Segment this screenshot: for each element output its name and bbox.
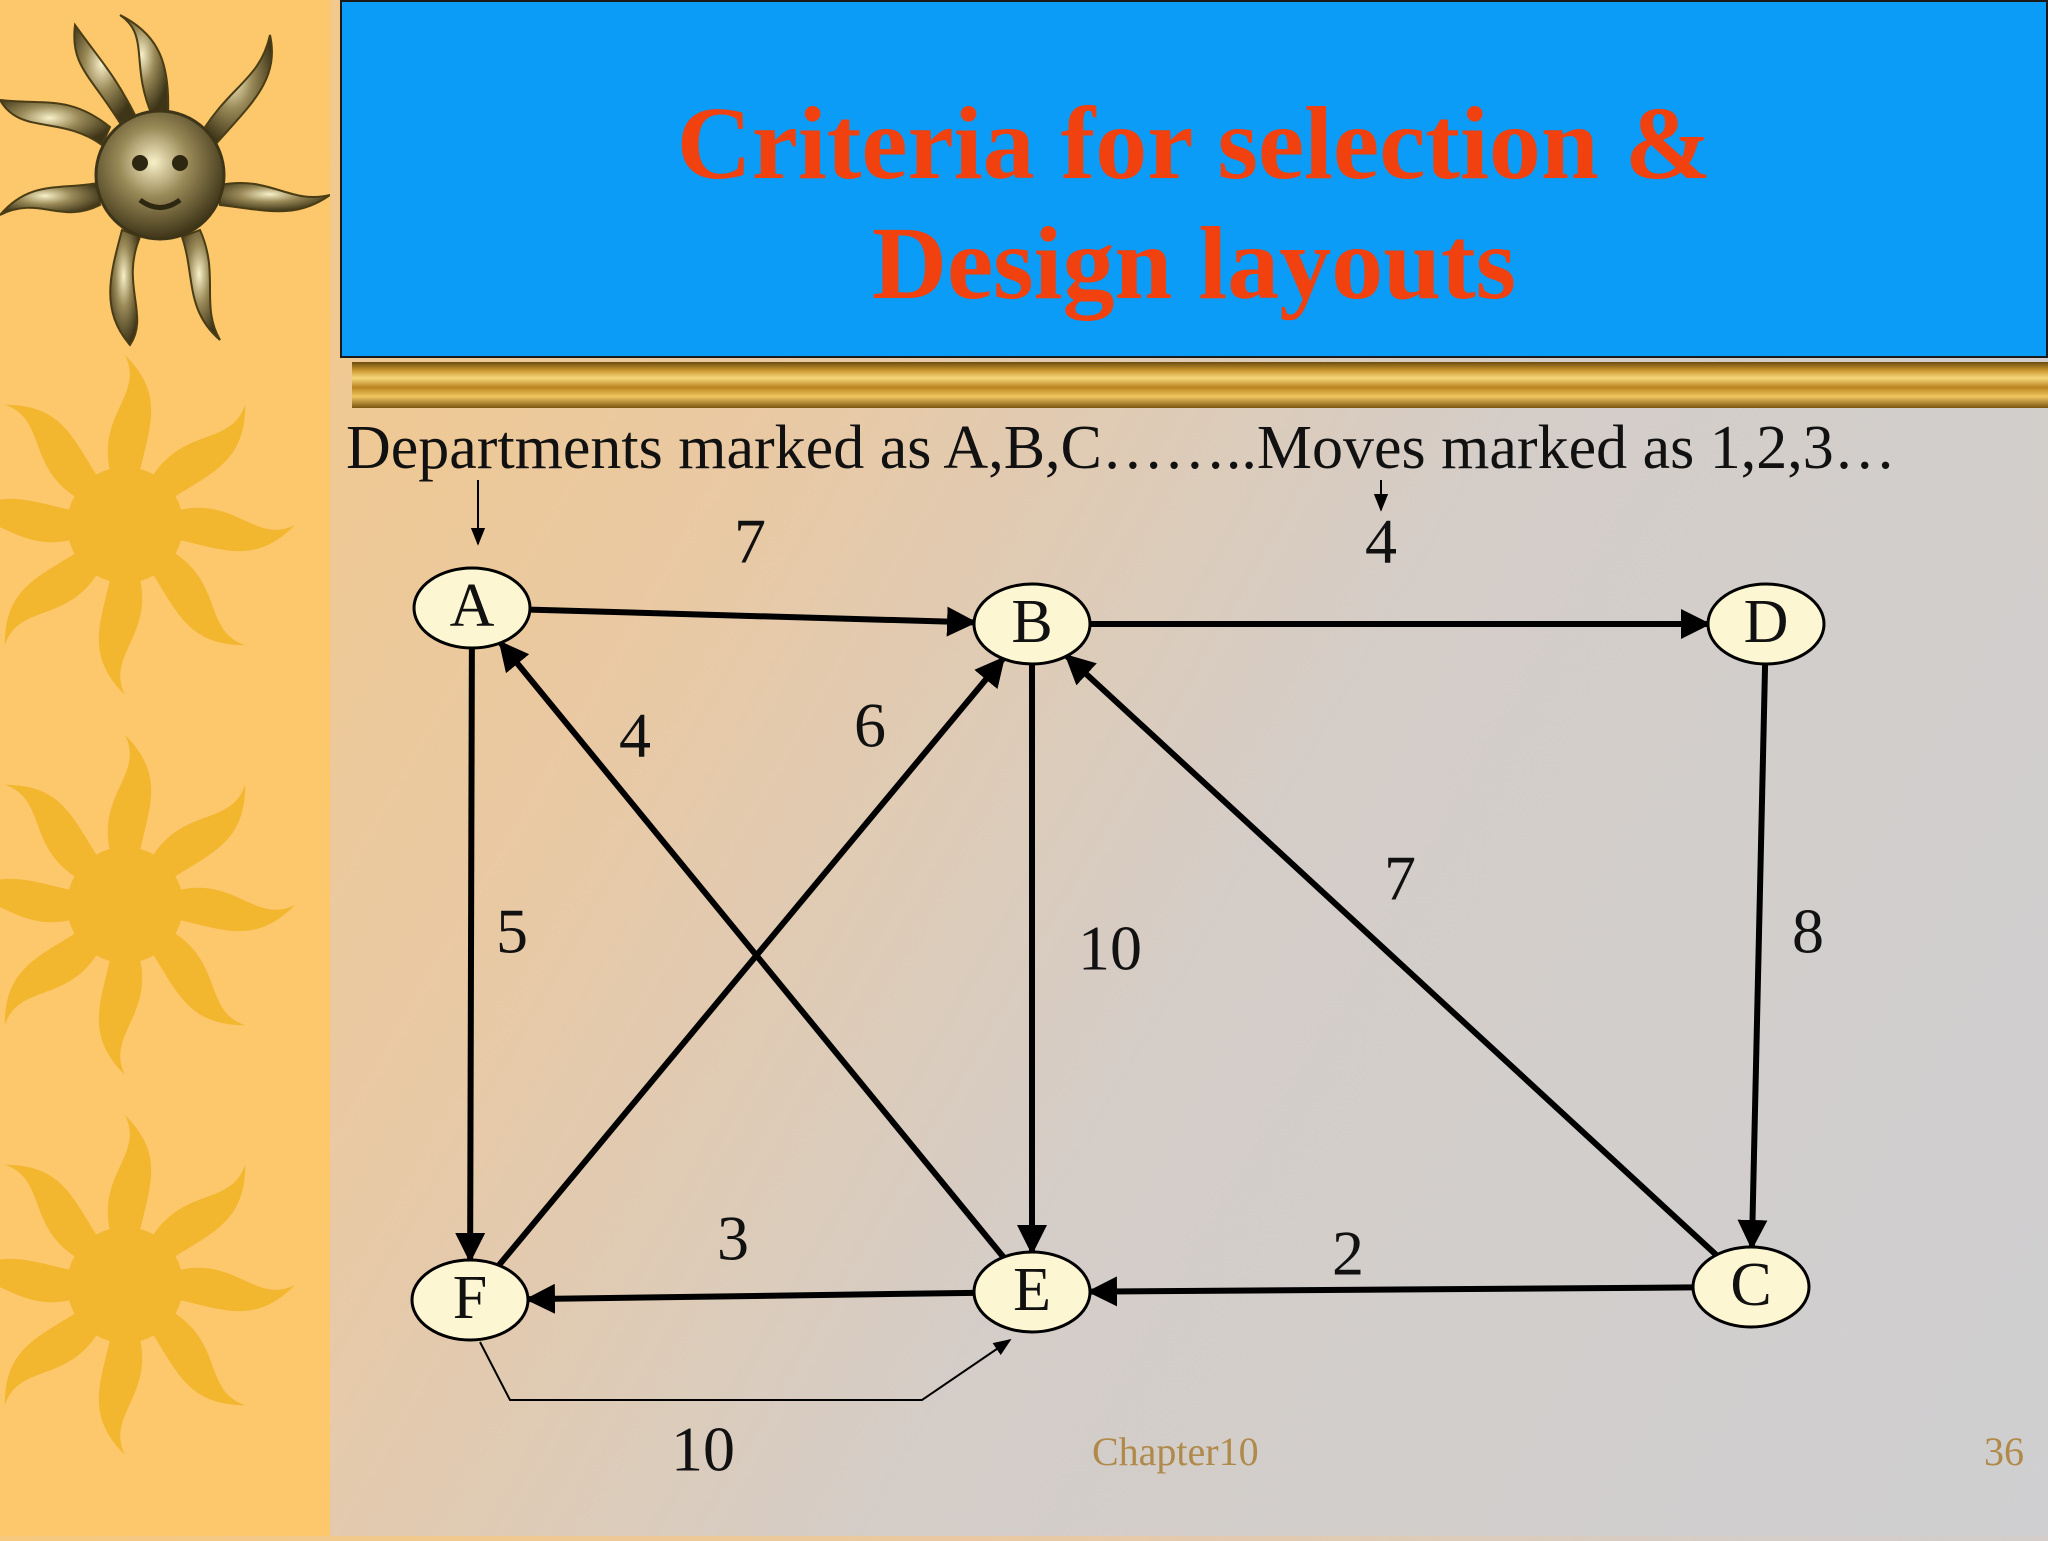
edge-label-a-f: 5 (496, 896, 528, 967)
edge-label-d-c: 8 (1792, 896, 1824, 967)
node-e: E (972, 1250, 1092, 1334)
node-label: A (450, 572, 495, 640)
edge-label-f-e: 10 (671, 1414, 735, 1485)
sun-icon (0, 355, 295, 695)
edge-d-to-c (1737, 663, 1769, 1251)
sun-icon (0, 1115, 295, 1455)
edge-label-f-b: 6 (854, 690, 886, 761)
node-label: C (1730, 1251, 1771, 1319)
edge-label-b-e: 10 (1078, 913, 1142, 984)
sun-decorations (0, 14, 331, 1455)
edge-c-to-b (1064, 653, 1719, 1258)
edge-f-to-b (496, 656, 1006, 1268)
edge-label-c-b: 7 (1384, 843, 1416, 914)
edge-e-to-f (524, 1283, 975, 1314)
node-label: F (453, 1264, 487, 1332)
node-f: F (410, 1258, 530, 1342)
edge-a-to-f (455, 647, 486, 1264)
node-b: B (972, 582, 1092, 666)
footer-chapter: Chapter10 (1092, 1429, 1259, 1474)
edge-c-to-e (1086, 1276, 1694, 1307)
node-a: A (412, 566, 532, 650)
edge-label-e-a: 4 (619, 700, 651, 771)
edge-label-e-f: 3 (717, 1203, 749, 1274)
slide-subtitle: Departments marked as A,B,C……..Moves mar… (346, 414, 1896, 482)
edge-label-c-e: 2 (1332, 1218, 1364, 1289)
node-label: E (1013, 1256, 1051, 1324)
edge-label-b-d: 4 (1365, 506, 1397, 577)
slide-title: Criteria for selection & Design layouts (676, 86, 1712, 321)
node-label: B (1011, 588, 1052, 656)
node-d: D (1706, 582, 1826, 666)
node-c: C (1691, 1245, 1811, 1329)
edge-label-a-b: 7 (734, 506, 766, 577)
metal-sun-icon (0, 14, 331, 347)
page-number: 36 (1984, 1429, 2024, 1474)
sun-icon (0, 735, 295, 1075)
gold-divider (352, 362, 2048, 408)
edge-f-to-e (479, 1338, 1012, 1401)
edge-e-to-a (498, 640, 1006, 1260)
title-banner: Criteria for selection & Design layouts (340, 0, 2048, 358)
decorative-sidebar (0, 0, 331, 1536)
edge-a-to-b (529, 606, 978, 637)
node-label: D (1744, 588, 1789, 656)
